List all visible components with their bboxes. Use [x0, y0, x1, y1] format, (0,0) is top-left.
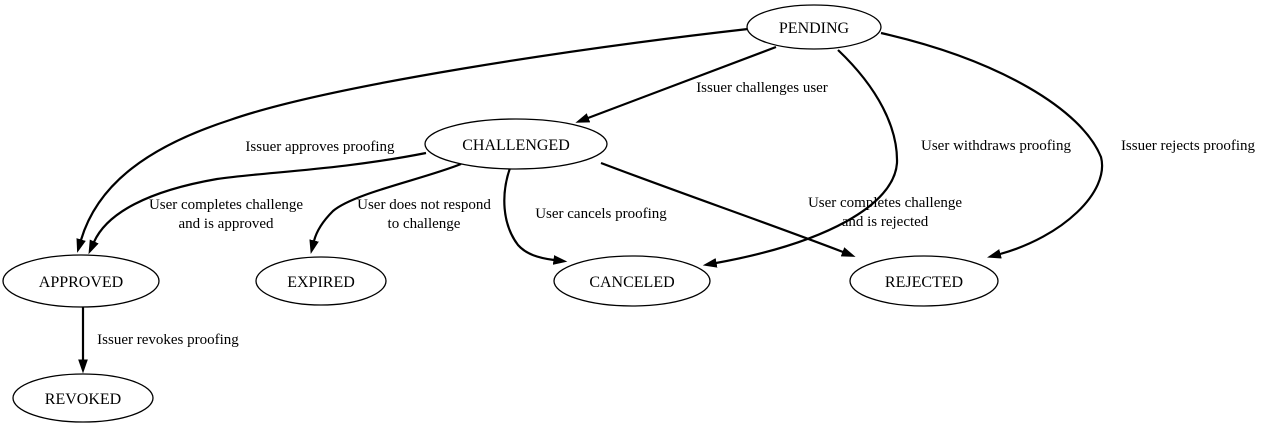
- edge-labels: Issuer challenges user Issuer approves p…: [97, 80, 1255, 348]
- edge-label-user-does-not-respond-line2: to challenge: [388, 216, 461, 232]
- node-expired-ellipse: [255, 256, 387, 306]
- edge-label-user-completes-challenge-approved-line1: User completes challenge: [149, 197, 303, 213]
- node-challenged-label: CHALLENGED: [462, 137, 570, 154]
- node-rejected: REJECTED: [849, 255, 999, 307]
- node-expired-label: EXPIRED: [287, 274, 355, 291]
- edge-pending-challenged: [575, 45, 777, 123]
- node-pending-label: PENDING: [779, 20, 850, 37]
- edge-label-user-completes-challenge-rejected-line1: User completes challenge: [808, 195, 962, 211]
- node-challenged-ellipse: [424, 118, 608, 170]
- node-revoked: REVOKED: [12, 373, 154, 423]
- node-approved-ellipse: [2, 254, 160, 308]
- node-canceled-ellipse: [553, 255, 711, 307]
- edge-pending-canceled: [702, 49, 899, 268]
- edge-label-user-cancels-proofing: User cancels proofing: [535, 206, 667, 222]
- node-rejected-ellipse: [849, 255, 999, 307]
- edge-label-issuer-rejects-proofing: Issuer rejects proofing: [1121, 138, 1256, 154]
- node-pending-ellipse: [746, 4, 882, 50]
- node-canceled-label: CANCELED: [589, 274, 674, 291]
- edge-label-user-does-not-respond-line1: User does not respond: [357, 197, 491, 213]
- edge-challenged-expired: [309, 162, 462, 255]
- edge-label-user-completes-challenge-approved-line2: and is approved: [179, 216, 274, 232]
- edge-challenged-canceled: [503, 167, 568, 265]
- edge-challenged-approved: [88, 151, 427, 255]
- edge-label-user-completes-challenge-rejected-line2: and is rejected: [842, 214, 929, 230]
- node-approved-label: APPROVED: [39, 274, 123, 291]
- node-canceled: CANCELED: [553, 255, 711, 307]
- edge-label-user-withdraws-proofing: User withdraws proofing: [921, 138, 1071, 154]
- edges: [76, 27, 1104, 374]
- node-challenged: CHALLENGED: [424, 118, 608, 170]
- node-approved: APPROVED: [2, 254, 160, 308]
- nodes: PENDING CHALLENGED APPROVED EXPIRED CANC…: [2, 4, 999, 423]
- edge-label-issuer-challenges-user: Issuer challenges user: [696, 80, 828, 96]
- edge-challenged-rejected: [600, 161, 856, 257]
- edge-label-issuer-revokes-proofing: Issuer revokes proofing: [97, 332, 239, 348]
- edge-pending-approved: [76, 27, 749, 253]
- node-revoked-ellipse: [12, 373, 154, 423]
- node-rejected-label: REJECTED: [885, 274, 963, 291]
- node-pending: PENDING: [746, 4, 882, 50]
- node-revoked-label: REVOKED: [45, 391, 121, 408]
- edge-pending-rejected: [880, 31, 1104, 259]
- edge-label-issuer-approves-proofing: Issuer approves proofing: [245, 139, 395, 155]
- node-expired: EXPIRED: [255, 256, 387, 306]
